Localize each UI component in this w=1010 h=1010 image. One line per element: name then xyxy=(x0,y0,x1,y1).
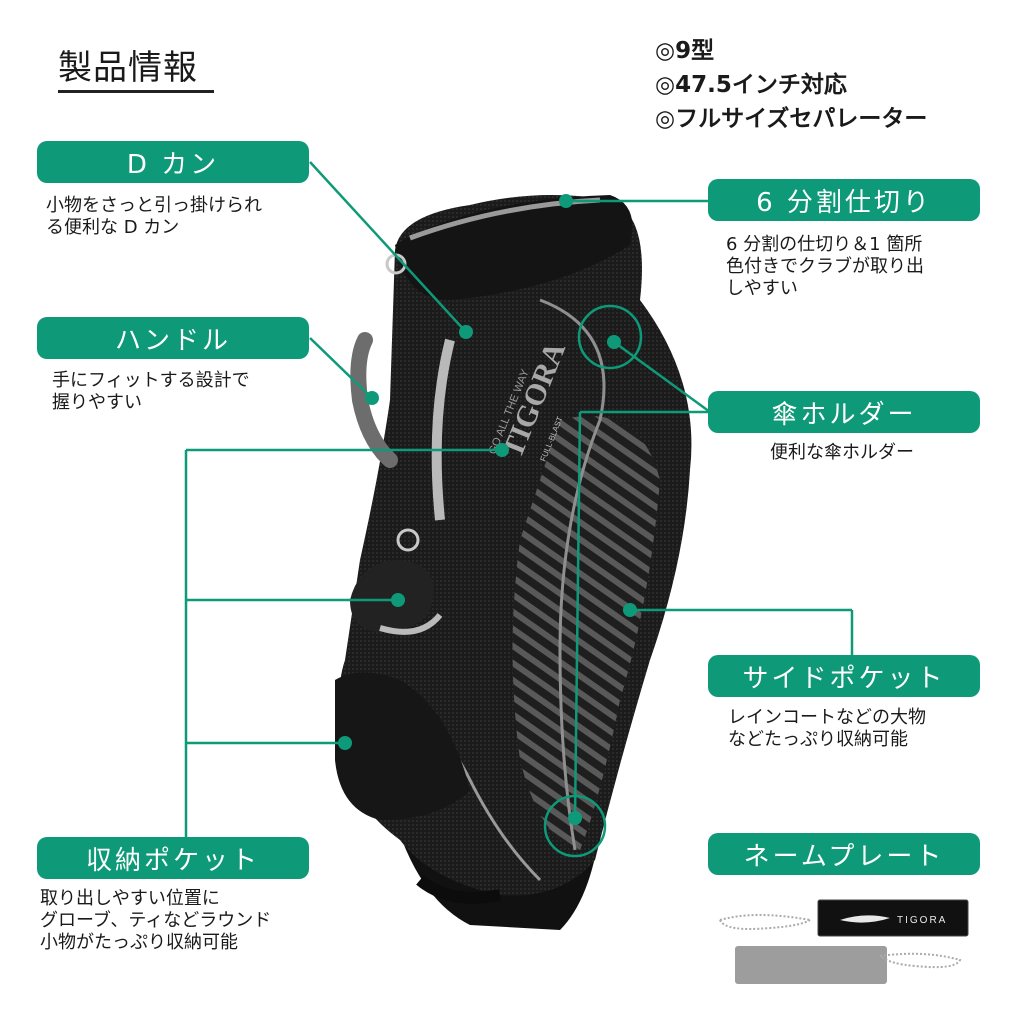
feature-desc-handle: 手にフィットする設計で 握りやすい xyxy=(52,370,250,413)
feature-desc-divider: 6 分割の仕切り＆1 箇所 色付きでクラブが取り出 しやすい xyxy=(726,234,924,299)
feature-tag-handle: ハンドル xyxy=(37,317,309,359)
feature-desc-umbrella-holder: 便利な傘ホルダー xyxy=(770,442,914,463)
page-title: 製品情報 xyxy=(58,48,198,88)
feature-tag-side-pocket: サイドポケット xyxy=(708,655,980,697)
spec-length: ◎47.5インチ対応 xyxy=(655,72,847,98)
title-underline xyxy=(58,90,214,93)
feature-tag-umbrella-holder: 傘ホルダー xyxy=(708,391,980,433)
name-plate-image: TIGORA xyxy=(719,899,969,984)
feature-desc-side-pocket: レインコートなどの大物 などたっぷり収納可能 xyxy=(728,707,926,750)
feature-desc-d-kan: 小物をさっと引っ掛けられ る便利な D カン xyxy=(46,195,262,238)
spec-separator: ◎フルサイズセパレーター xyxy=(655,106,928,132)
spec-type: ◎9型 xyxy=(655,38,715,64)
feature-tag-name-plate: ネームプレート xyxy=(708,833,980,875)
feature-tag-storage-pocket: 収納ポケット xyxy=(37,837,309,879)
feature-tag-divider: 6 分割仕切り xyxy=(708,179,980,221)
feature-tag-d-kan: D カン xyxy=(37,141,309,183)
feature-desc-storage-pocket: 取り出しやすい位置に グローブ、ティなどラウンド 小物がたっぷり収納可能 xyxy=(40,888,272,953)
name-plate-brand: TIGORA xyxy=(897,915,947,926)
